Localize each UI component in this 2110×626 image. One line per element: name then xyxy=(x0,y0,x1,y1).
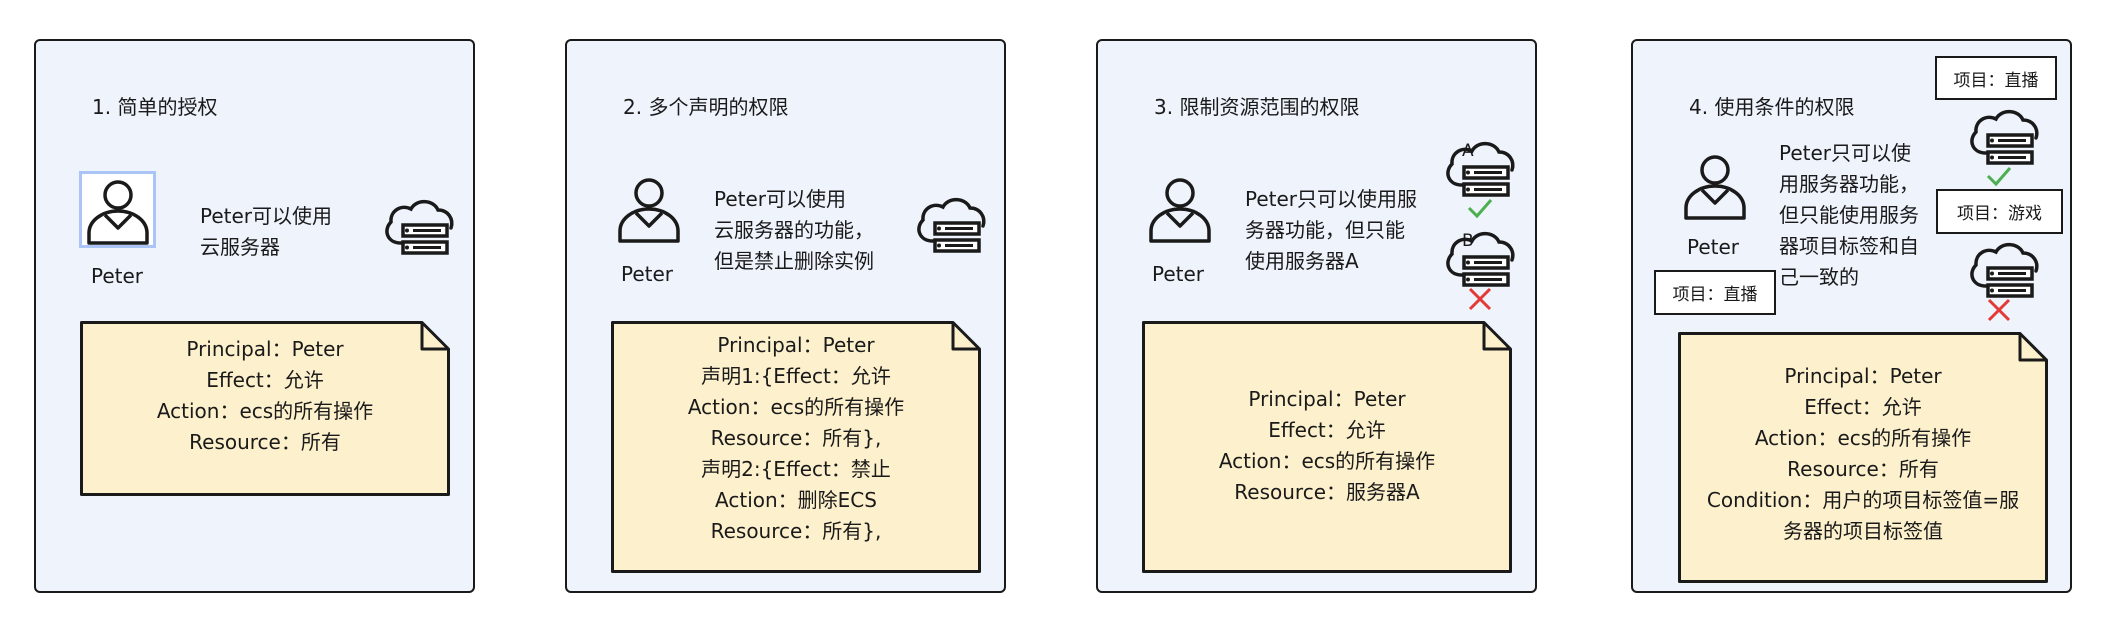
cloud-server-icon xyxy=(917,197,986,253)
server-project-tag-live: 项目：直播 xyxy=(1935,56,2057,100)
panel-title: 2. 多个声明的权限 xyxy=(623,95,789,119)
server-a-label: A xyxy=(1462,141,1474,161)
policy-note: Principal：Peter 声明1:{Effect：允许 Action：ec… xyxy=(611,321,981,573)
server-b-label: B xyxy=(1462,231,1474,251)
check-icon xyxy=(1467,199,1493,219)
check-icon xyxy=(1986,167,2012,187)
policy-text: Principal：Peter Effect：允许 Action：ecs的所有操… xyxy=(1706,364,2020,543)
person-name: Peter xyxy=(1152,262,1205,286)
cross-icon xyxy=(1987,298,2011,322)
policy-note: Principal：Peter Effect：允许 Action：ecs的所有操… xyxy=(80,321,450,496)
cloud-server-icon xyxy=(1970,109,2039,165)
panel-title: 1. 简单的授权 xyxy=(92,95,218,119)
policy-text: Principal：Peter Effect：允许 Action：ecs的所有操… xyxy=(1218,387,1436,504)
person-icon xyxy=(1684,155,1746,220)
permission-description: Peter只可以使用服 务器功能，但只能 使用服务器A xyxy=(1245,187,1418,273)
permission-description: Peter可以使用 云服务器 xyxy=(200,204,333,259)
server-b-icon: B xyxy=(1442,229,1518,289)
panel-simple-authorization: 1. 简单的授权 Peter Peter可以使用 云服务器 Principal：… xyxy=(34,39,475,593)
policy-note: Principal：Peter Effect：允许 Action：ecs的所有操… xyxy=(1678,332,2048,583)
server-a-icon: A xyxy=(1442,139,1518,199)
person-icon xyxy=(1149,178,1211,243)
server-project-tag-game: 项目：游戏 xyxy=(1936,189,2063,234)
user-project-tag: 项目：直播 xyxy=(1654,270,1776,315)
policy-text: Principal：Peter Effect：允许 Action：ecs的所有操… xyxy=(156,337,374,454)
panel-title: 4. 使用条件的权限 xyxy=(1689,95,1855,119)
panel-resource-scope: 3. 限制资源范围的权限 Peter Peter只可以使用服 务器功能，但只能 … xyxy=(1096,39,1537,593)
cloud-server-icon xyxy=(1970,242,2039,298)
cloud-server-icon xyxy=(385,199,454,255)
panel-condition-based: 4. 使用条件的权限 Peter 项目：直播 Peter只可以使 用服务器功能，… xyxy=(1631,39,2072,593)
person-icon xyxy=(79,171,156,248)
panel-multiple-statements: 2. 多个声明的权限 Peter Peter可以使用 云服务器的功能， 但是禁止… xyxy=(565,39,1006,593)
policy-text: Principal：Peter 声明1:{Effect：允许 Action：ec… xyxy=(687,333,905,543)
permission-description: Peter可以使用 云服务器的功能， 但是禁止删除实例 xyxy=(714,187,874,273)
person-name: Peter xyxy=(1687,235,1740,259)
panel-title: 3. 限制资源范围的权限 xyxy=(1154,95,1360,119)
permission-description: Peter只可以使 用服务器功能， 但只能使用服务 器项目标签和自 己一致的 xyxy=(1779,141,1919,289)
person-name: Peter xyxy=(621,262,674,286)
cross-icon xyxy=(1468,287,1492,311)
person-name: Peter xyxy=(91,264,144,288)
person-icon xyxy=(618,178,680,243)
policy-note: Principal：Peter Effect：允许 Action：ecs的所有操… xyxy=(1142,321,1512,573)
